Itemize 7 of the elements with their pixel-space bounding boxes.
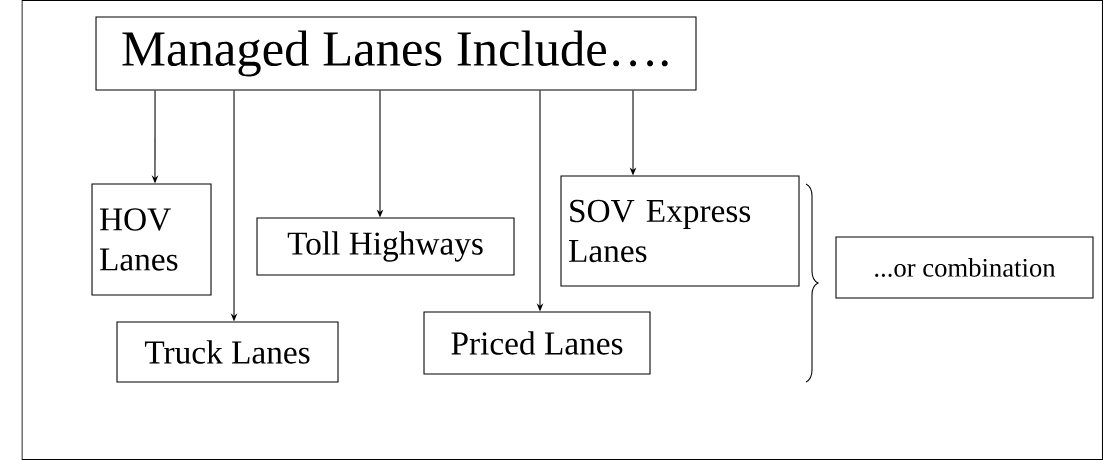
lane-box: Toll Highways [256,217,515,276]
lane-box: Managed Lanes Include…. [95,16,697,91]
lane-box: ...or combination [835,236,1094,299]
lane-box: HOV Lanes [91,183,212,296]
lane-box: Truck Lanes [116,321,339,383]
lane-box: Priced Lanes [423,311,651,375]
lane-box: SOV Express Lanes [560,175,800,287]
